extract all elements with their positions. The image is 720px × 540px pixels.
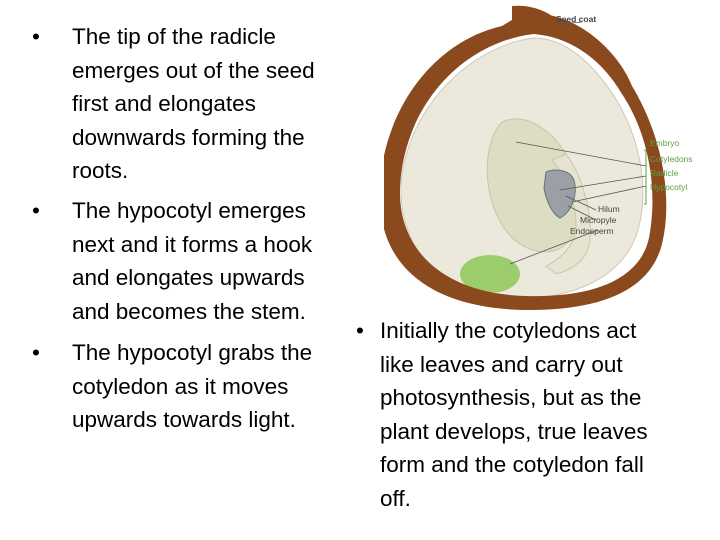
bullet-hypocotyl-grabs: • The hypocotyl grabs the cotyledon as i… [32, 336, 313, 437]
bullet-line: The tip of the radicle [72, 24, 276, 49]
embryo-legend-item: Radicle [650, 168, 679, 178]
bullet-line: The hypocotyl emerges [72, 198, 306, 223]
bullet-hypocotyl-hook: • The hypocotyl emerges next and it form… [32, 194, 313, 328]
bullet-line: Initially the cotyledons act [380, 318, 637, 343]
bullet-cotyledons: • Initially the cotyledons act like leav… [356, 314, 648, 516]
bullet-line: and becomes the stem. [72, 298, 306, 324]
leader-seed-coat [559, 21, 583, 25]
leader-radicle [559, 175, 647, 191]
endosperm-label: Endosperm [570, 226, 614, 236]
seed-illustration [379, 5, 667, 310]
bullet-line: first and elongates [72, 91, 256, 117]
hilum-label: Hilum [598, 204, 620, 214]
bullet-line: like leaves and carry out [380, 351, 623, 377]
bullet-symbol: • [32, 198, 40, 223]
cotyledon-region [486, 118, 580, 253]
bullet-symbol: • [32, 340, 40, 365]
embryo-legend-item: Cotyledons [650, 154, 693, 164]
bullet-radicle: • The tip of the radicle emerges out of … [32, 20, 315, 188]
leader-hilum [565, 195, 597, 211]
bullet-symbol: • [32, 24, 40, 49]
radicle-region [460, 255, 520, 293]
bullet-line: photosynthesis, but as the [380, 385, 642, 411]
bullet-line: emerges out of the seed [72, 57, 315, 83]
seed-diagram: Seed coat Embryo Cotyledons Radicle Hypo… [379, 4, 720, 310]
embryo-bracket [644, 149, 647, 205]
embryo-legend-item: Hypocotyl [650, 182, 688, 192]
leader-cotyledons [515, 141, 647, 167]
bullet-line: cotyledon as it moves [72, 373, 289, 399]
bullet-line: downwards forming the [72, 124, 305, 150]
seed-coat-region [379, 13, 667, 310]
leader-endosperm [509, 229, 599, 265]
bullet-line: The hypocotyl grabs the [72, 340, 313, 365]
micropyle-region [543, 169, 576, 219]
bullet-line: next and it forms a hook [72, 231, 313, 257]
bullet-line: upwards towards light. [72, 407, 296, 433]
bullet-line: roots. [72, 158, 129, 184]
leader-hypocotyl [571, 185, 647, 203]
seed-coat-flap [512, 5, 560, 33]
bullet-line: and elongates upwards [72, 265, 305, 291]
bullet-line: plant develops, true leaves [380, 418, 648, 444]
bullet-line: off. [380, 485, 411, 511]
bullet-line: form and the cotyledon fall [380, 452, 644, 478]
seed-coat-label: Seed coat [556, 14, 597, 24]
embryo-legend-title: Embryo [650, 138, 680, 148]
bullet-symbol: • [356, 318, 364, 343]
micropyle-label: Micropyle [580, 215, 617, 225]
leader-micropyle [567, 205, 597, 221]
